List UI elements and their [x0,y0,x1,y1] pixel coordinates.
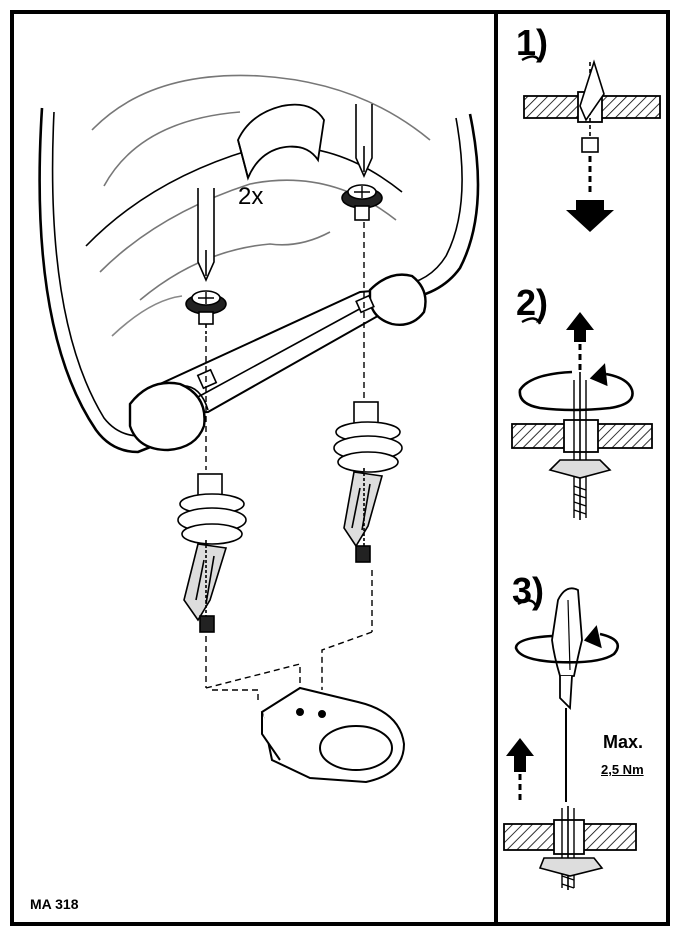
model-code: MA 318 [30,896,79,912]
hinge-bolt-icon [341,184,383,221]
step-1-number: 1) [516,22,549,63]
arrow-up-icon [566,312,594,342]
step-2-number: 2) [516,282,549,323]
assembly-guide-lines [205,222,373,700]
screwdriver-icon [551,587,583,802]
screwdriver-icon [197,188,215,282]
outer-frame [10,10,670,926]
hinge-bolt-icon [177,473,247,633]
rotation-arrow-icon [518,363,634,412]
sleeve-icon [237,103,325,181]
step-2-diagram [511,312,653,520]
arrow-down-icon [566,200,614,232]
quantity-label: 2x [238,183,264,210]
hinge-bolt-icon [185,290,227,334]
screwdriver-icon [355,104,373,178]
step-3-number: 3) [512,570,545,611]
hinge-bolt-icon [333,401,403,563]
torque-value: 2,5 Nm [601,762,644,777]
rotation-arrow-icon [514,625,619,664]
mounting-plate [260,686,406,784]
step-3-diagram [503,587,637,890]
arrow-up-icon [506,738,534,772]
max-torque-label: Max. [603,732,644,752]
step-1-diagram [521,55,661,232]
toilet-seat-illustration [38,74,480,454]
